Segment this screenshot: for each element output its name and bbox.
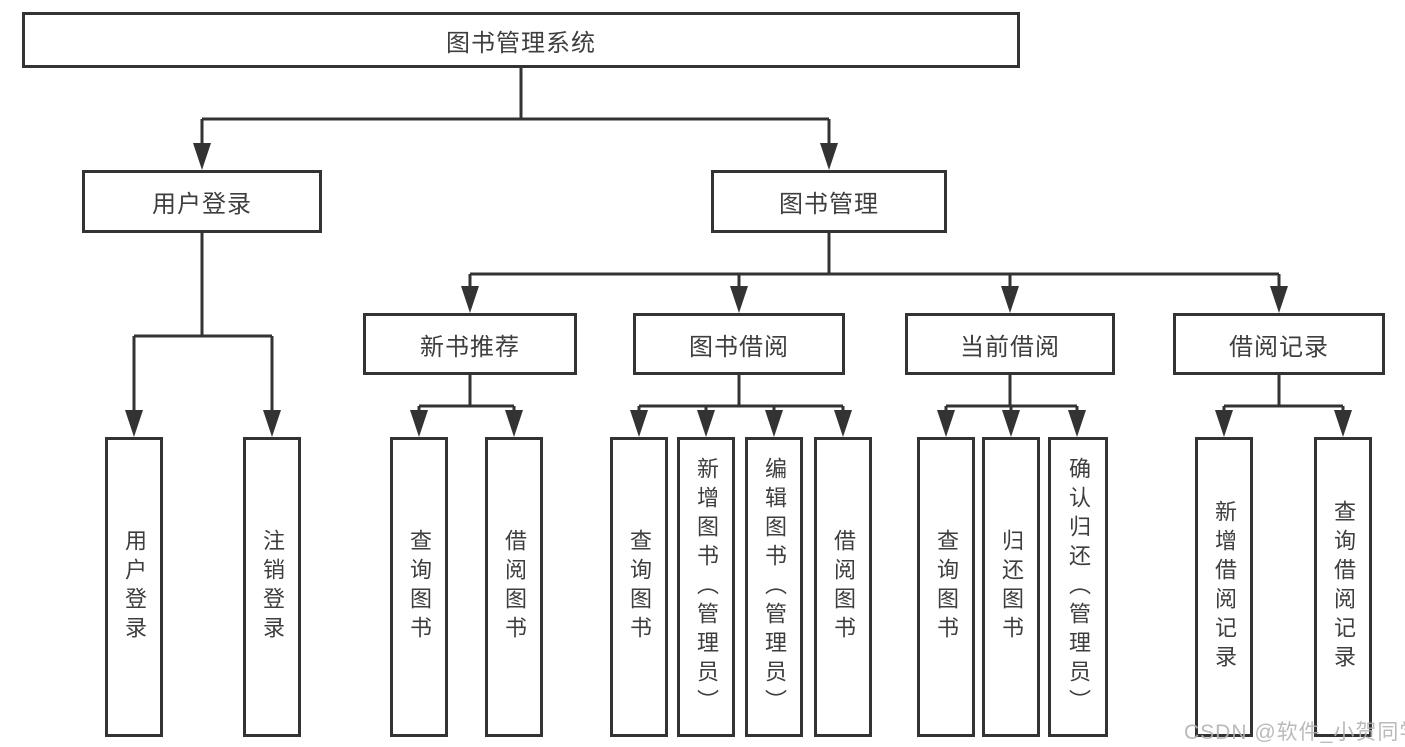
node-book-management: 图书管理 — [711, 170, 947, 233]
node-book-borrowing: 图书借阅 — [633, 313, 845, 375]
arrowheads — [125, 143, 1352, 437]
node-current-borrowing-label: 当前借阅 — [960, 333, 1060, 361]
leaf-query-book-borrow-label: 查询图书 — [627, 529, 652, 645]
leaf-query-borrow-record-label: 查询借阅记录 — [1331, 500, 1356, 674]
leaf-return-book: 归还图书 — [982, 437, 1040, 737]
leaf-query-book-borrow: 查询图书 — [610, 437, 668, 737]
node-new-book-recommendation-label: 新书推荐 — [420, 333, 520, 361]
leaf-logout-label: 注销登录 — [260, 529, 285, 645]
leaf-borrow-book-rec-label: 借阅图书 — [502, 529, 527, 645]
leaf-logout: 注销登录 — [243, 437, 301, 737]
leaf-query-borrow-record: 查询借阅记录 — [1314, 437, 1372, 737]
leaf-query-book-rec: 查询图书 — [390, 437, 448, 737]
node-current-borrowing: 当前借阅 — [905, 313, 1115, 375]
node-book-borrowing-label: 图书借阅 — [689, 333, 789, 361]
leaf-query-book-rec-label: 查询图书 — [407, 529, 432, 645]
leaf-add-borrow-record-label: 新增借阅记录 — [1212, 500, 1237, 674]
leaf-confirm-return-admin: 确认归还（管理员） — [1048, 437, 1108, 737]
leaf-query-book-current-label: 查询图书 — [934, 529, 959, 645]
leaf-confirm-return-admin-label: 确认归还（管理员） — [1066, 456, 1091, 718]
leaf-return-book-label: 归还图书 — [999, 529, 1024, 645]
node-user-login: 用户登录 — [82, 170, 322, 233]
node-user-login-label: 用户登录 — [152, 191, 252, 218]
node-book-management-label: 图书管理 — [779, 191, 879, 218]
leaf-add-book-admin: 新增图书（管理员） — [677, 437, 735, 737]
leaf-edit-book-admin: 编辑图书（管理员） — [745, 437, 803, 737]
leaf-add-borrow-record: 新增借阅记录 — [1195, 437, 1253, 737]
leaf-borrow-book-rec: 借阅图书 — [485, 437, 543, 737]
node-borrowing-records-label: 借阅记录 — [1229, 333, 1329, 361]
node-new-book-recommendation: 新书推荐 — [363, 313, 577, 375]
node-root: 图书管理系统 — [22, 12, 1020, 68]
node-root-label: 图书管理系统 — [446, 29, 596, 57]
leaf-query-book-current: 查询图书 — [917, 437, 975, 737]
csdn-watermark: CSDN @软件_小贺同学 — [1184, 721, 1405, 744]
leaf-borrow-book-borrow: 借阅图书 — [814, 437, 872, 737]
leaf-edit-book-admin-label: 编辑图书（管理员） — [762, 456, 787, 718]
node-borrowing-records: 借阅记录 — [1173, 313, 1385, 375]
leaf-user-login-label: 用户登录 — [122, 529, 147, 645]
leaf-add-book-admin-label: 新增图书（管理员） — [694, 456, 719, 718]
leaf-user-login: 用户登录 — [105, 437, 163, 737]
leaf-borrow-book-borrow-label: 借阅图书 — [831, 529, 856, 645]
